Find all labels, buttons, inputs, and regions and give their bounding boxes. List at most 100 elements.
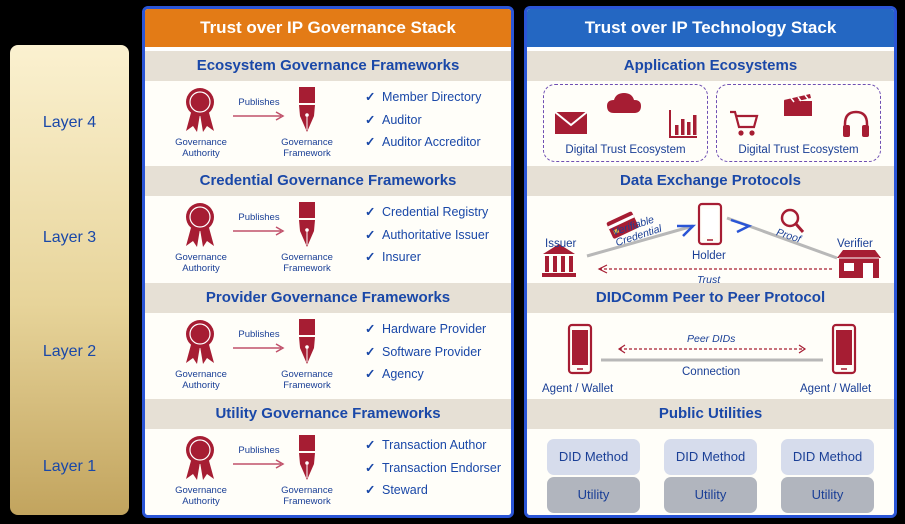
layer-2-label: Layer 2 (42, 343, 97, 360)
ecosystem-box-2: Digital Trust Ecosystem (716, 84, 881, 162)
role-item: ✓Transaction Author (365, 437, 511, 460)
agent-right-phone-icon (831, 323, 857, 375)
role-item: ✓ Steward (365, 482, 511, 505)
utility-2: Utility (664, 477, 757, 513)
did-method-2: DID Method (664, 439, 757, 475)
check-icon: ✓ (365, 227, 376, 242)
role-item-label: Steward (382, 483, 428, 497)
check-icon: ✓ (365, 250, 376, 264)
credential-path-line (586, 224, 694, 258)
ecosystem-governance-frameworks-header: Ecosystem Governance Frameworks (145, 51, 511, 81)
governance-authority-ribbon-icon (186, 436, 214, 480)
envelope-icon (554, 111, 588, 134)
public-utilities-body: DID Method Utility DID Method Utility DI… (527, 429, 894, 515)
verifier-label: Verifier (837, 238, 873, 250)
check-icon: ✓ (365, 438, 376, 452)
utility-governance-frameworks-header: Utility Governance Frameworks (145, 399, 511, 429)
peer-dids-arrow-right (798, 344, 807, 354)
role-checklist: ✓Transaction Author✓Transaction Endorser… (365, 437, 511, 505)
check-icon: ✓ (365, 483, 376, 497)
trust-arrow-head (597, 264, 608, 274)
role-item-label: Auditor (382, 112, 422, 127)
role-item: ✓Hardware Provider (365, 321, 511, 344)
role-item-label: Authoritative Issuer (382, 227, 489, 242)
check-icon: ✓ (365, 460, 376, 475)
publishes-arrow-icon (233, 226, 285, 236)
role-item-label: Insurer (382, 250, 421, 264)
role-checklist: ✓Member Directory✓Auditor✓Auditor Accred… (365, 89, 511, 157)
layer-3-label: Layer 3 (42, 229, 97, 246)
governance-framework-label: Governance Framework (281, 137, 333, 159)
governance-framework-label: Governance Framework (281, 485, 333, 507)
layer-4-label: Layer 4 (42, 114, 97, 131)
role-item-label: Agency (382, 367, 424, 381)
check-icon: ✓ (365, 367, 376, 381)
governance-authority-ribbon-icon (186, 320, 214, 364)
check-icon: ✓ (365, 344, 376, 359)
publishes-label: Publishes (238, 97, 280, 108)
utility-3: Utility (781, 477, 874, 513)
holder-label: Holder (692, 250, 726, 262)
data-exchange-header: Data Exchange Protocols (527, 166, 894, 196)
governance-authority-label: Governance Authority (175, 369, 227, 391)
check-icon: ✓ (365, 205, 376, 219)
fountain-pen-icon (299, 87, 315, 132)
publishes-label: Publishes (238, 329, 280, 340)
publishes-label: Publishes (238, 212, 280, 223)
technology-stack-panel: Trust over IP Technology Stack Applicati… (524, 6, 897, 518)
role-item: ✓ Credential Registry (365, 204, 511, 227)
credential-card-icon (606, 211, 639, 239)
governance-authority-ribbon-icon (186, 203, 214, 247)
publishes-label: Publishes (238, 445, 280, 456)
credential-governance-frameworks-header: Credential Governance Frameworks (145, 166, 511, 196)
governance-authority-label: Governance Authority (175, 252, 227, 274)
proof-arrow-icon (730, 218, 753, 234)
did-method-1: DID Method (547, 439, 640, 475)
role-item-label: Credential Registry (382, 205, 489, 219)
bar-chart-icon (669, 110, 697, 138)
ecosystem-label-1: Digital Trust Ecosystem (565, 144, 686, 156)
peer-dids-arrow-left (617, 344, 626, 354)
ecosystem-box-1: Digital Trust Ecosystem (543, 84, 708, 162)
peer-dids-label: Peer DIDs (687, 333, 736, 345)
governance-framework-label: Governance Framework (281, 369, 333, 391)
credential-arrow-icon (677, 224, 697, 237)
holder-phone-icon (697, 202, 723, 246)
check-icon: ✓ (365, 90, 376, 104)
data-exchange-body: Issuer Holder Verifier Verifiable Creden… (527, 196, 894, 286)
fountain-pen-icon (299, 319, 315, 364)
role-item-label: Member Directory (382, 90, 482, 104)
role-item: ✓ Member Directory (365, 89, 511, 112)
provider-governance-frameworks-header: Provider Governance Frameworks (145, 283, 511, 313)
publishes-arrow-icon (233, 111, 285, 121)
shopping-cart-icon (730, 110, 759, 136)
didcomm-header: DIDComm Peer to Peer Protocol (527, 283, 894, 313)
issuer-label: Issuer (545, 238, 577, 250)
fountain-pen-icon (299, 435, 315, 480)
proof-magnifier-icon (780, 208, 805, 233)
governance-stack-title: Trust over IP Governance Stack (145, 9, 511, 47)
check-icon: ✓ (365, 135, 376, 149)
utility-1: Utility (547, 477, 640, 513)
role-item: ✓ Transaction Endorser (365, 460, 511, 483)
role-item-label: Transaction Endorser (382, 460, 502, 475)
clapperboard-icon (784, 94, 812, 116)
issuer-building-icon (542, 244, 576, 277)
role-item-label: Software Provider (382, 344, 482, 359)
role-checklist: ✓ Credential Registry ✓ Authoritative Issue… (365, 204, 511, 272)
didcomm-diagram (567, 323, 857, 375)
governance-authority-label: Governance Authority (175, 485, 227, 507)
role-item: ✓ Authoritative Issuer (365, 227, 511, 250)
didcomm-body: Peer DIDs Connection Agent / Wallet Agen… (527, 313, 894, 401)
layer-column: Layer 4 Layer 3 Layer 2 Layer 1 (10, 45, 129, 515)
role-item: ✓Auditor (365, 112, 511, 135)
governance-authority-ribbon-icon (186, 88, 214, 132)
role-item: ✓ Insurer (365, 249, 511, 272)
application-ecosystems-header: Application Ecosystems (527, 51, 894, 81)
